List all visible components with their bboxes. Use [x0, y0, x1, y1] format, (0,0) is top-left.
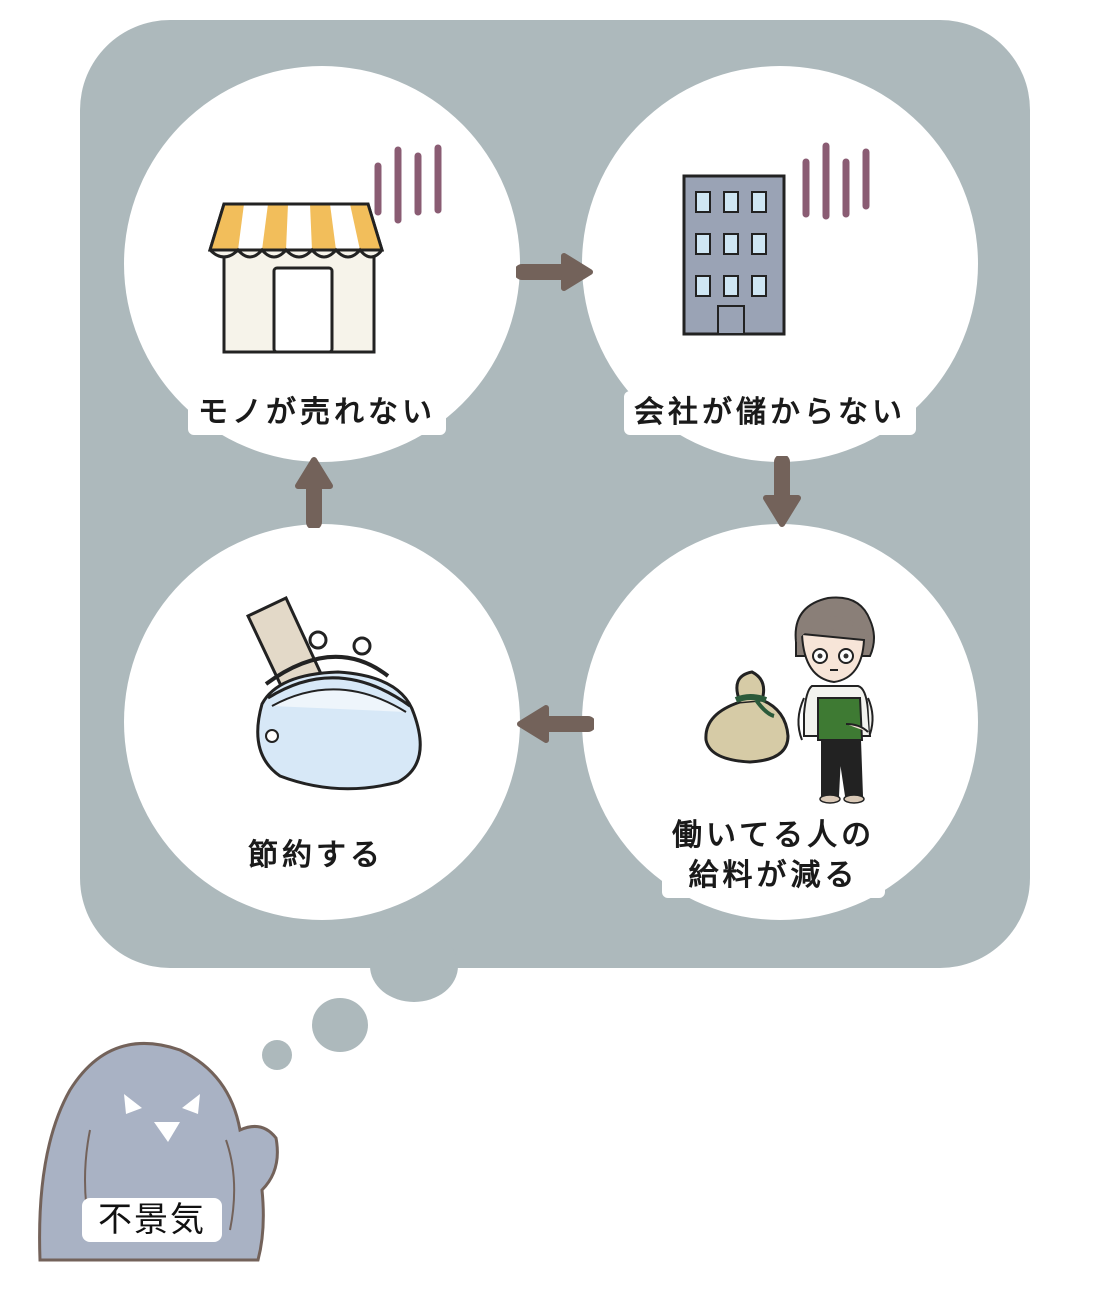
worker-moneybag-icon: [704, 596, 875, 804]
node-company-label: 会社が儲からない: [624, 391, 916, 435]
shop-icon: [207, 144, 442, 354]
thought-bubble-large: [370, 930, 458, 1002]
arrow-left: [517, 705, 594, 743]
arrow-right: [516, 253, 593, 291]
thought-bubble-small: [262, 1040, 292, 1070]
recession-label: 不景気: [82, 1198, 222, 1242]
thought-bubble-medium: [312, 998, 368, 1052]
building-icon: [682, 142, 870, 336]
wallet-icon: [246, 595, 422, 791]
node-salary-label-line2: 給料が減る: [688, 858, 859, 893]
arrow-up: [295, 457, 333, 528]
node-salary-label: 働いてる人の 給料が減る: [662, 814, 886, 898]
arrow-down: [763, 456, 801, 527]
node-salary-label-line1: 働いてる人の: [672, 818, 876, 853]
node-save-label: 節約する: [238, 834, 394, 878]
node-sell-label: モノが売れない: [188, 391, 446, 435]
